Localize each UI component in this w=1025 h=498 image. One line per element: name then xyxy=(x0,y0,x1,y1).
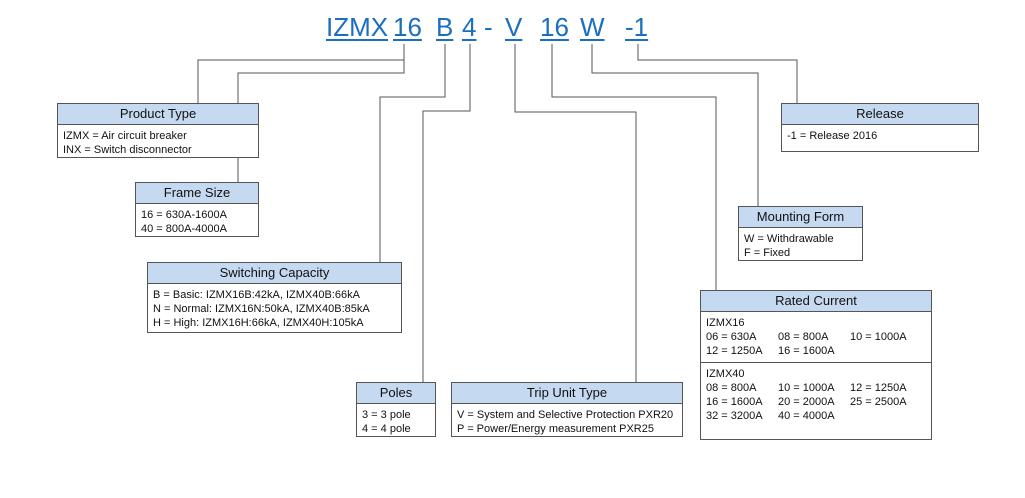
product-type-title: Product Type xyxy=(58,104,258,125)
code-part-capacity: B xyxy=(436,12,454,42)
switching-capacity-title: Switching Capacity xyxy=(148,263,401,284)
frame-size-line: 16 = 630A-1600A xyxy=(141,209,227,221)
frame-size-line: 40 = 800A-4000A xyxy=(141,223,227,235)
mounting-form-line: F = Fixed xyxy=(744,247,791,259)
rated-current-item: 32 = 3200A xyxy=(706,410,763,422)
code-part-mounting: W xyxy=(580,12,605,42)
rated-current-item: 16 = 1600A xyxy=(778,345,835,357)
rated-current-item: 06 = 630A xyxy=(706,331,757,343)
connector-rated-current xyxy=(551,44,717,290)
trip-unit-box: Trip Unit Type V = System and Selective … xyxy=(451,382,683,437)
frame-size-title: Frame Size xyxy=(136,183,258,204)
rated-current-item xyxy=(850,409,922,423)
poles-line: 3 = 3 pole xyxy=(362,409,411,421)
connector-mounting-form xyxy=(591,44,759,206)
rated-current-box: Rated Current IZMX16 06 = 630A 08 = 800A… xyxy=(700,290,932,440)
rated-current-izmx40-label: IZMX40 xyxy=(706,368,745,380)
code-part-poles: 4 xyxy=(462,12,477,42)
trip-unit-line: P = Power/Energy measurement PXR25 xyxy=(457,423,654,435)
poles-title: Poles xyxy=(357,383,435,404)
rated-current-item: 16 = 1600A xyxy=(706,396,763,408)
mounting-form-title: Mounting Form xyxy=(739,207,862,228)
connector-release xyxy=(637,44,798,103)
rated-current-izmx16-label: IZMX16 xyxy=(706,317,745,329)
rated-current-item: 10 = 1000A xyxy=(850,331,907,343)
switching-capacity-line: B = Basic: IZMX16B:42kA, IZMX40B:66kA xyxy=(153,289,360,301)
trip-unit-title: Trip Unit Type xyxy=(452,383,682,404)
rated-current-item: 12 = 1250A xyxy=(706,345,763,357)
rated-current-item: 25 = 2500A xyxy=(850,396,907,408)
code-part-frame: 16 xyxy=(393,12,422,42)
product-type-line: IZMX = Air circuit breaker xyxy=(63,130,187,142)
trip-unit-line: V = System and Selective Protection PXR2… xyxy=(457,409,674,421)
code-part-trip: V xyxy=(505,12,523,42)
switching-capacity-line: H = High: IZMX16H:66kA, IZMX40H:105kA xyxy=(153,317,364,329)
poles-line: 4 = 4 pole xyxy=(362,423,411,435)
switching-capacity-line: N = Normal: IZMX16N:50kA, IZMX40B:85kA xyxy=(153,303,370,315)
poles-box: Poles 3 = 3 pole 4 = 4 pole xyxy=(356,382,436,437)
rated-current-item: 20 = 2000A xyxy=(778,396,835,408)
product-type-box: Product Type IZMX = Air circuit breaker … xyxy=(57,103,259,158)
rated-current-item xyxy=(850,344,922,358)
code-part-rated: 16 xyxy=(540,12,569,42)
rated-current-item: 08 = 800A xyxy=(706,382,757,394)
code-part-product: IZMX xyxy=(326,12,389,42)
connector-switching-capacity xyxy=(379,44,446,262)
rated-current-izmx40: IZMX40 08 = 800A 10 = 1000A 12 = 1250A 1… xyxy=(701,362,931,427)
release-title: Release xyxy=(782,104,978,125)
rated-current-item: 12 = 1250A xyxy=(850,382,907,394)
release-line: -1 = Release 2016 xyxy=(787,130,878,142)
product-type-line: INX = Switch disconnector xyxy=(63,144,192,156)
rated-current-title: Rated Current xyxy=(701,291,931,312)
rated-current-item: 08 = 800A xyxy=(778,331,829,343)
rated-current-item: 10 = 1000A xyxy=(778,382,835,394)
mounting-form-line: W = Withdrawable xyxy=(744,233,834,245)
connector-poles xyxy=(422,44,471,382)
switching-capacity-box: Switching Capacity B = Basic: IZMX16B:42… xyxy=(147,262,402,333)
rated-current-izmx16: IZMX16 06 = 630A 08 = 800A 10 = 1000A 12… xyxy=(701,312,931,362)
rated-current-item: 40 = 4000A xyxy=(778,410,835,422)
mounting-form-box: Mounting Form W = Withdrawable F = Fixed xyxy=(738,206,863,261)
frame-size-box: Frame Size 16 = 630A-1600A 40 = 800A-400… xyxy=(135,182,259,237)
release-box: Release -1 = Release 2016 xyxy=(781,103,979,152)
code-part-dash: - xyxy=(484,12,493,42)
code-part-release: -1 xyxy=(625,12,649,42)
connector-trip-unit xyxy=(514,44,637,382)
connector-frame-size xyxy=(237,44,405,182)
